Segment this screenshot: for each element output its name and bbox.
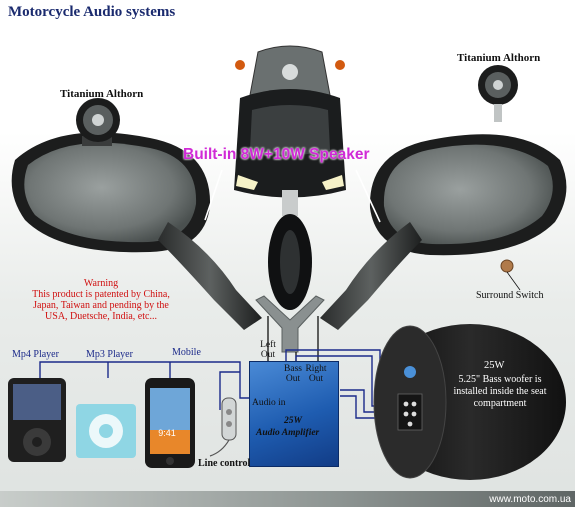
page-title: Motorcycle Audio systems (8, 4, 176, 20)
footer-url[interactable]: www.moto.com.ua (489, 494, 571, 505)
amplifier-watt: 25W (284, 416, 302, 426)
phone-time: 9:41 (158, 428, 176, 438)
source-wires (39, 361, 252, 410)
woofer-description: 5.25" Bass woofer is installed inside th… (453, 374, 547, 409)
warning-line: Japan, Taiwan and pending by the (33, 300, 169, 311)
mount-bracket (255, 295, 325, 353)
warning-heading: Warning (83, 278, 119, 289)
warning-line: This product is patented by China, (32, 289, 170, 300)
mobile-phone-image (145, 378, 195, 468)
bass-woofer-image (373, 324, 566, 480)
bass-out-label: Bass Out (284, 364, 302, 384)
patent-warning: Warning This product is patented by Chin… (12, 278, 190, 322)
mp4-player-label: Mp4 Player (12, 349, 59, 360)
woofer-watt: 25W (484, 360, 505, 371)
surround-switch[interactable] (500, 259, 514, 273)
audio-in-label: Audio in (252, 398, 286, 408)
footer-bar (0, 491, 575, 507)
right-mirror-image (320, 134, 567, 330)
motorcycle-image (234, 45, 346, 310)
right-horn-label: Titanium Althorn (457, 52, 541, 64)
right-out-label: Right Out (305, 364, 327, 384)
mp3-player-label: Mp3 Player (86, 349, 133, 360)
mp3-player-image (76, 404, 136, 458)
line-control-label: Line control (198, 458, 251, 469)
left-mirror-image (11, 132, 262, 330)
audio-amplifier (249, 361, 339, 467)
surround-switch-label: Surround Switch (476, 290, 544, 301)
built-in-speaker-label: Built-in 8W+10W Speaker (183, 146, 370, 163)
warning-line: USA, Duetsche, India, etc... (45, 311, 157, 322)
right-horn-speaker (478, 65, 518, 122)
mobile-label: Mobile (172, 347, 201, 358)
left-horn-speaker (76, 98, 120, 146)
left-horn-label: Titanium Althorn (60, 88, 144, 100)
left-out-label: Left Out (260, 340, 276, 360)
mp4-player-image (8, 378, 66, 462)
line-control-remote[interactable] (209, 397, 237, 457)
amplifier-name: Audio Amplifier (256, 428, 320, 438)
